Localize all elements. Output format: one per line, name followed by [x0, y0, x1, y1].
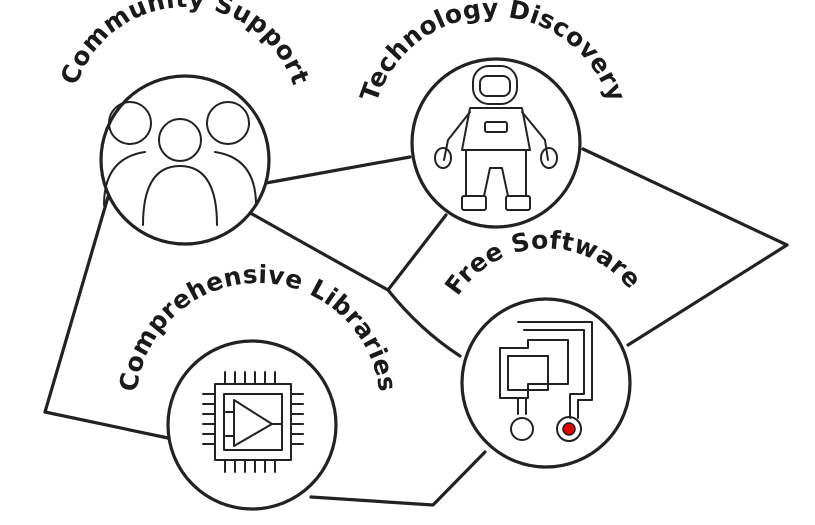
node-technology-discovery: Technology Discovery	[354, 0, 631, 229]
astronaut-icon	[434, 65, 558, 211]
node-label: Free Software	[439, 225, 647, 300]
people-group-icon	[103, 101, 257, 226]
connection-lines	[43, 147, 789, 507]
accent-dot-icon	[562, 422, 576, 436]
chip-pins-left	[202, 393, 216, 445]
node-circle	[410, 57, 582, 229]
circuit-trace-icon	[499, 321, 593, 442]
line-technology-junction	[386, 213, 448, 292]
line-community-free-software	[243, 208, 462, 358]
line-left-outer-libraries	[43, 410, 170, 440]
node-circle	[166, 339, 338, 511]
chip-pins-right	[290, 393, 304, 445]
line-community-left-outer	[43, 195, 110, 414]
line-outer-right-free-software	[626, 243, 789, 347]
line-technology-outer-right	[581, 147, 789, 247]
node-comprehensive-libraries: Comprehensive Libraries	[114, 260, 402, 511]
chip-pins-top	[224, 371, 276, 385]
node-free-software: Free Software	[439, 225, 647, 469]
microchip-icon	[202, 371, 304, 473]
node-community-support: Community Support	[55, 0, 315, 246]
line-libraries-free-software	[309, 450, 487, 507]
chip-pins-bottom	[224, 459, 276, 473]
line-community-technology	[264, 155, 412, 185]
